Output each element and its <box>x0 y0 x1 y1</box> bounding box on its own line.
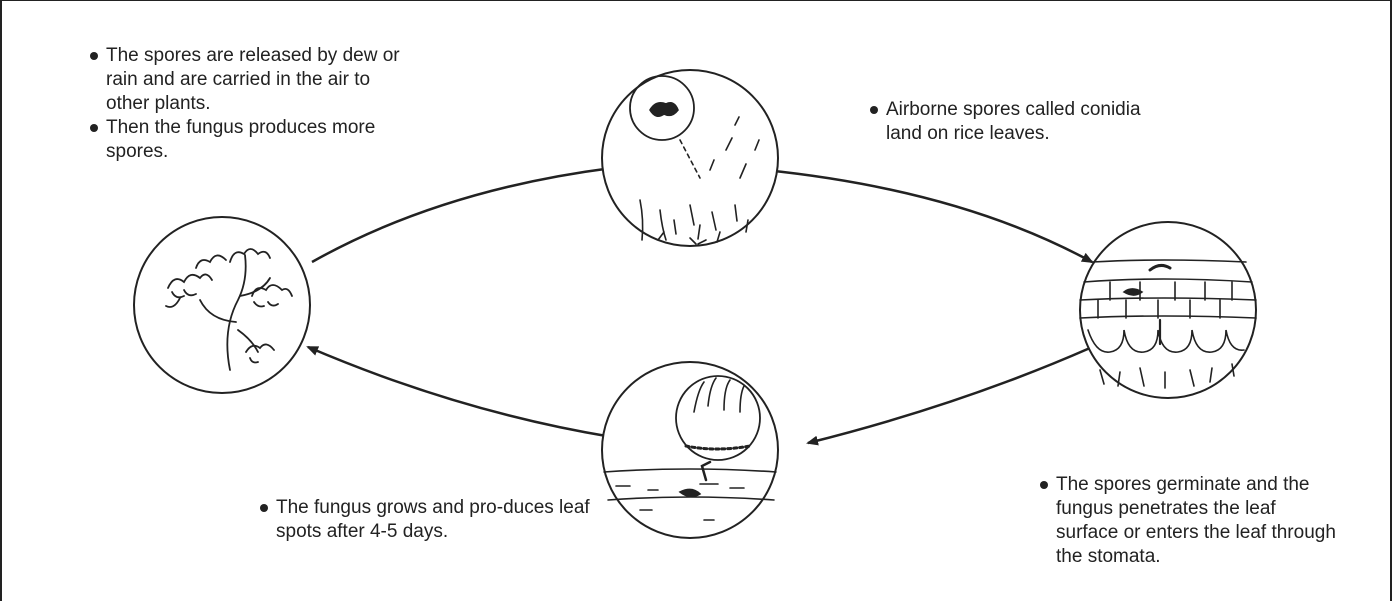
stage-landing-text: Airborne spores called conidia land on r… <box>868 98 1168 146</box>
bullet-item: Then the fungus produces more spores. <box>88 116 418 164</box>
stage-germination-text: The spores germinate and the fungus pene… <box>1038 473 1338 569</box>
leaf-cross-section-circle <box>1079 221 1257 399</box>
arrow-landing-to-germination <box>764 168 1094 264</box>
airborne-spores-circle <box>601 69 779 247</box>
bullet-item: The fungus grows and pro-duces leaf spot… <box>258 496 603 544</box>
arrow-release-to-landing <box>311 164 614 264</box>
bullet-item: Airborne spores called conidia land on r… <box>868 98 1168 146</box>
bullet-item: The spores germinate and the fungus pene… <box>1038 473 1338 569</box>
bullet-item: The spores are released by dew or rain a… <box>88 44 418 116</box>
stage-release-text: The spores are released by dew or rain a… <box>88 44 418 164</box>
sporulating-fungus-circle <box>133 216 311 394</box>
leaf-spot-circle <box>601 361 779 539</box>
stage-growth-text: The fungus grows and pro-duces leaf spot… <box>258 496 603 544</box>
arrow-growth-to-release <box>306 345 613 439</box>
arrow-germination-to-growth <box>806 346 1091 446</box>
